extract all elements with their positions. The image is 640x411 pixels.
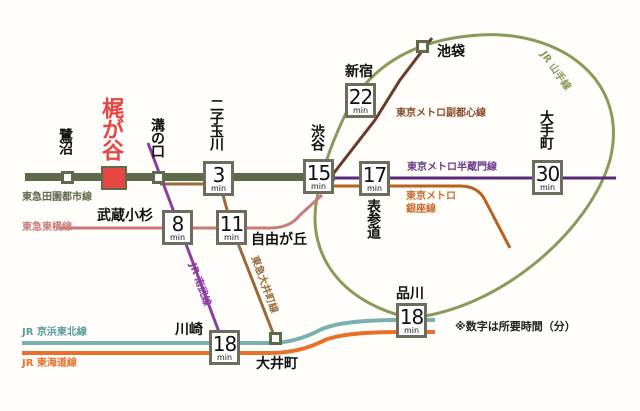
station-name-oimachi: 大井町: [256, 356, 298, 372]
line-label-ginza-1: 東京メトロ: [406, 191, 456, 202]
station-marker-ikebukuro: [416, 40, 429, 53]
station-name-otemachi: 大手町: [538, 110, 554, 149]
legend-note: ※数字は所要時間（分）: [455, 320, 576, 333]
line-label-hanzomon: 東京メトロ半蔵門線: [407, 162, 497, 173]
line-oimachi: [160, 182, 277, 339]
station-name-mizonokuchi: 溝の口: [149, 118, 165, 157]
station-name-ikebukuro: 池袋: [437, 44, 465, 60]
station-name-kajigaya: 梶が谷: [98, 97, 123, 160]
station-marker-mizonokuchi: [152, 171, 165, 184]
station-name-saginuma: 鷺沼: [57, 128, 73, 154]
station-name-musashi-kosugi: 武蔵小杉: [97, 208, 153, 224]
line-label-fukutoshin: 東京メトロ副都心線: [396, 108, 486, 119]
line-label-keihin-tohoku: JR 京浜東北線: [22, 327, 87, 338]
line-label-ginza-2: 銀座線: [406, 204, 436, 215]
station-name-shinjuku: 新宿: [345, 64, 373, 80]
line-label-tokaido: JR 東海道線: [22, 358, 77, 369]
station-name-shinagawa: 品川: [396, 286, 424, 302]
line-keihin-tohoku: [22, 318, 435, 345]
station-name-omotesando: 表参道: [365, 199, 381, 238]
line-ginza: [330, 184, 512, 249]
station-name-jiyugaoka: 自由が丘: [251, 232, 307, 248]
station-name-kawasaki: 川崎: [175, 322, 203, 338]
station-marker-saginuma: [61, 171, 74, 184]
station-marker-oimachi: [269, 332, 282, 345]
line-toyoko: [60, 193, 324, 230]
line-label-toyoko: 東急東横線: [22, 222, 72, 233]
station-name-shibuya: 渋谷: [309, 124, 325, 150]
line-tokaido: [22, 330, 435, 355]
station-name-futako-tamagawa: 二子玉川: [208, 98, 224, 150]
station-marker-kajigaya-home: [101, 166, 127, 190]
line-label-den-en-toshi: 東急田園都市線: [22, 192, 92, 203]
line-fukutoshin: [328, 37, 434, 179]
